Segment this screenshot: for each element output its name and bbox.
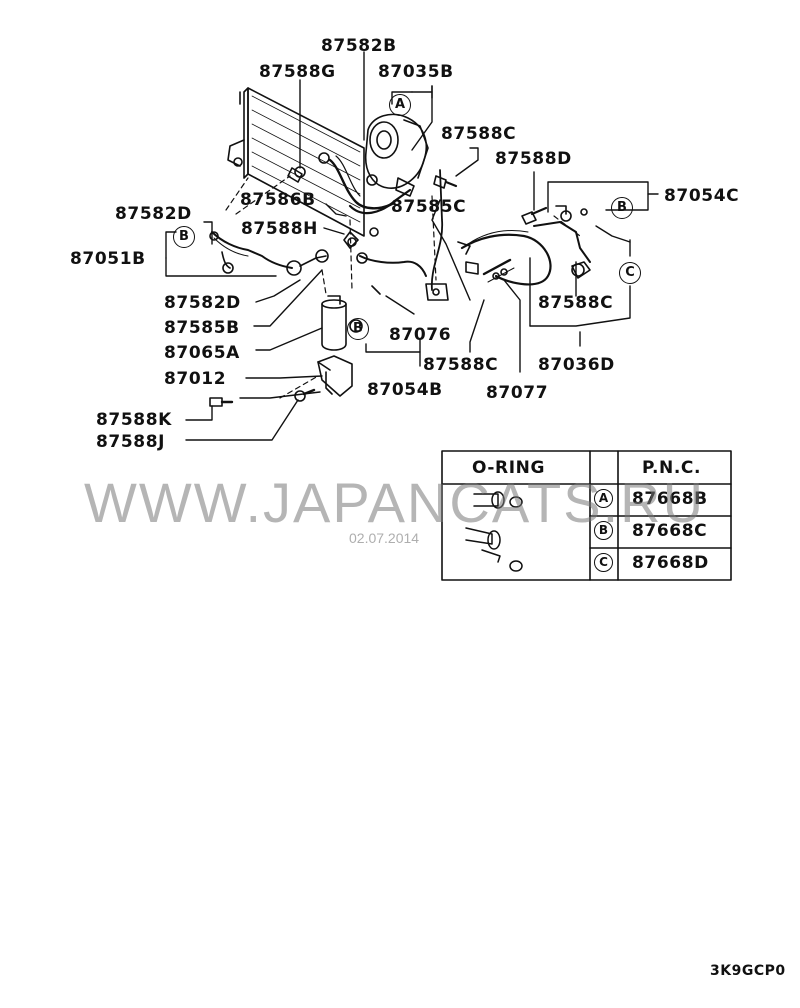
part-number-87588j: 87588J bbox=[96, 432, 166, 452]
part-number-87585b: 87585B bbox=[164, 318, 240, 338]
part-number-87077: 87077 bbox=[486, 383, 549, 403]
table-mark-a: A bbox=[594, 489, 613, 508]
oring-table-header: O-RING bbox=[472, 458, 546, 478]
table-mark-c: C bbox=[594, 553, 613, 572]
part-number-87012: 87012 bbox=[164, 369, 227, 389]
part-number-87051b: 87051B bbox=[70, 249, 146, 269]
callout-b-left: B bbox=[173, 226, 195, 248]
table-pnc-87668b: 87668B bbox=[632, 489, 708, 509]
part-number-87588c-top: 87588C bbox=[441, 124, 517, 144]
part-number-87588h: 87588H bbox=[241, 219, 318, 239]
part-number-87588d: 87588D bbox=[495, 149, 572, 169]
part-number-87582d-top: 87582D bbox=[115, 204, 192, 224]
table-mark-b: B bbox=[594, 521, 613, 540]
callout-a: A bbox=[389, 94, 411, 116]
callout-b-right: B bbox=[611, 197, 633, 219]
part-number-87582d-mid: 87582D bbox=[164, 293, 241, 313]
oring-table-frame bbox=[441, 450, 732, 581]
oring-illustration bbox=[465, 491, 523, 572]
part-number-87054c: 87054C bbox=[664, 186, 740, 206]
leader-lines bbox=[165, 51, 659, 441]
dashed-guides bbox=[225, 175, 581, 399]
part-number-87036d: 87036D bbox=[538, 355, 615, 375]
part-number-87586b: 87586B bbox=[240, 190, 316, 210]
part-number-87035b: 87035B bbox=[378, 62, 454, 82]
part-number-87588c-right: 87588C bbox=[538, 293, 614, 313]
callout-b-lower: B bbox=[347, 318, 369, 340]
condenser-drawing bbox=[227, 87, 365, 237]
compressor-drawing bbox=[364, 113, 429, 197]
pnc-table-header: P.N.C. bbox=[642, 458, 702, 478]
watermark: WWW.JAPANCATS.RU bbox=[84, 471, 706, 534]
part-number-87076: 87076 bbox=[389, 325, 452, 345]
diagram-code: 3K9GCP0 bbox=[710, 963, 786, 979]
table-pnc-87668d: 87668D bbox=[632, 553, 709, 573]
table-pnc-87668c: 87668C bbox=[632, 521, 708, 541]
part-number-87588c-low: 87588C bbox=[423, 355, 499, 375]
watermark-date: 02.07.2014 bbox=[349, 530, 420, 546]
callout-c-right: C bbox=[619, 262, 641, 284]
part-number-87065a: 87065A bbox=[164, 343, 240, 363]
part-number-87585c: 87585C bbox=[391, 197, 467, 217]
bracket-drawing bbox=[317, 355, 353, 397]
part-number-87582b: 87582B bbox=[321, 36, 397, 56]
part-number-87054b: 87054B bbox=[367, 380, 443, 400]
part-number-87588g: 87588G bbox=[259, 62, 336, 82]
part-number-87588k: 87588K bbox=[96, 410, 172, 430]
